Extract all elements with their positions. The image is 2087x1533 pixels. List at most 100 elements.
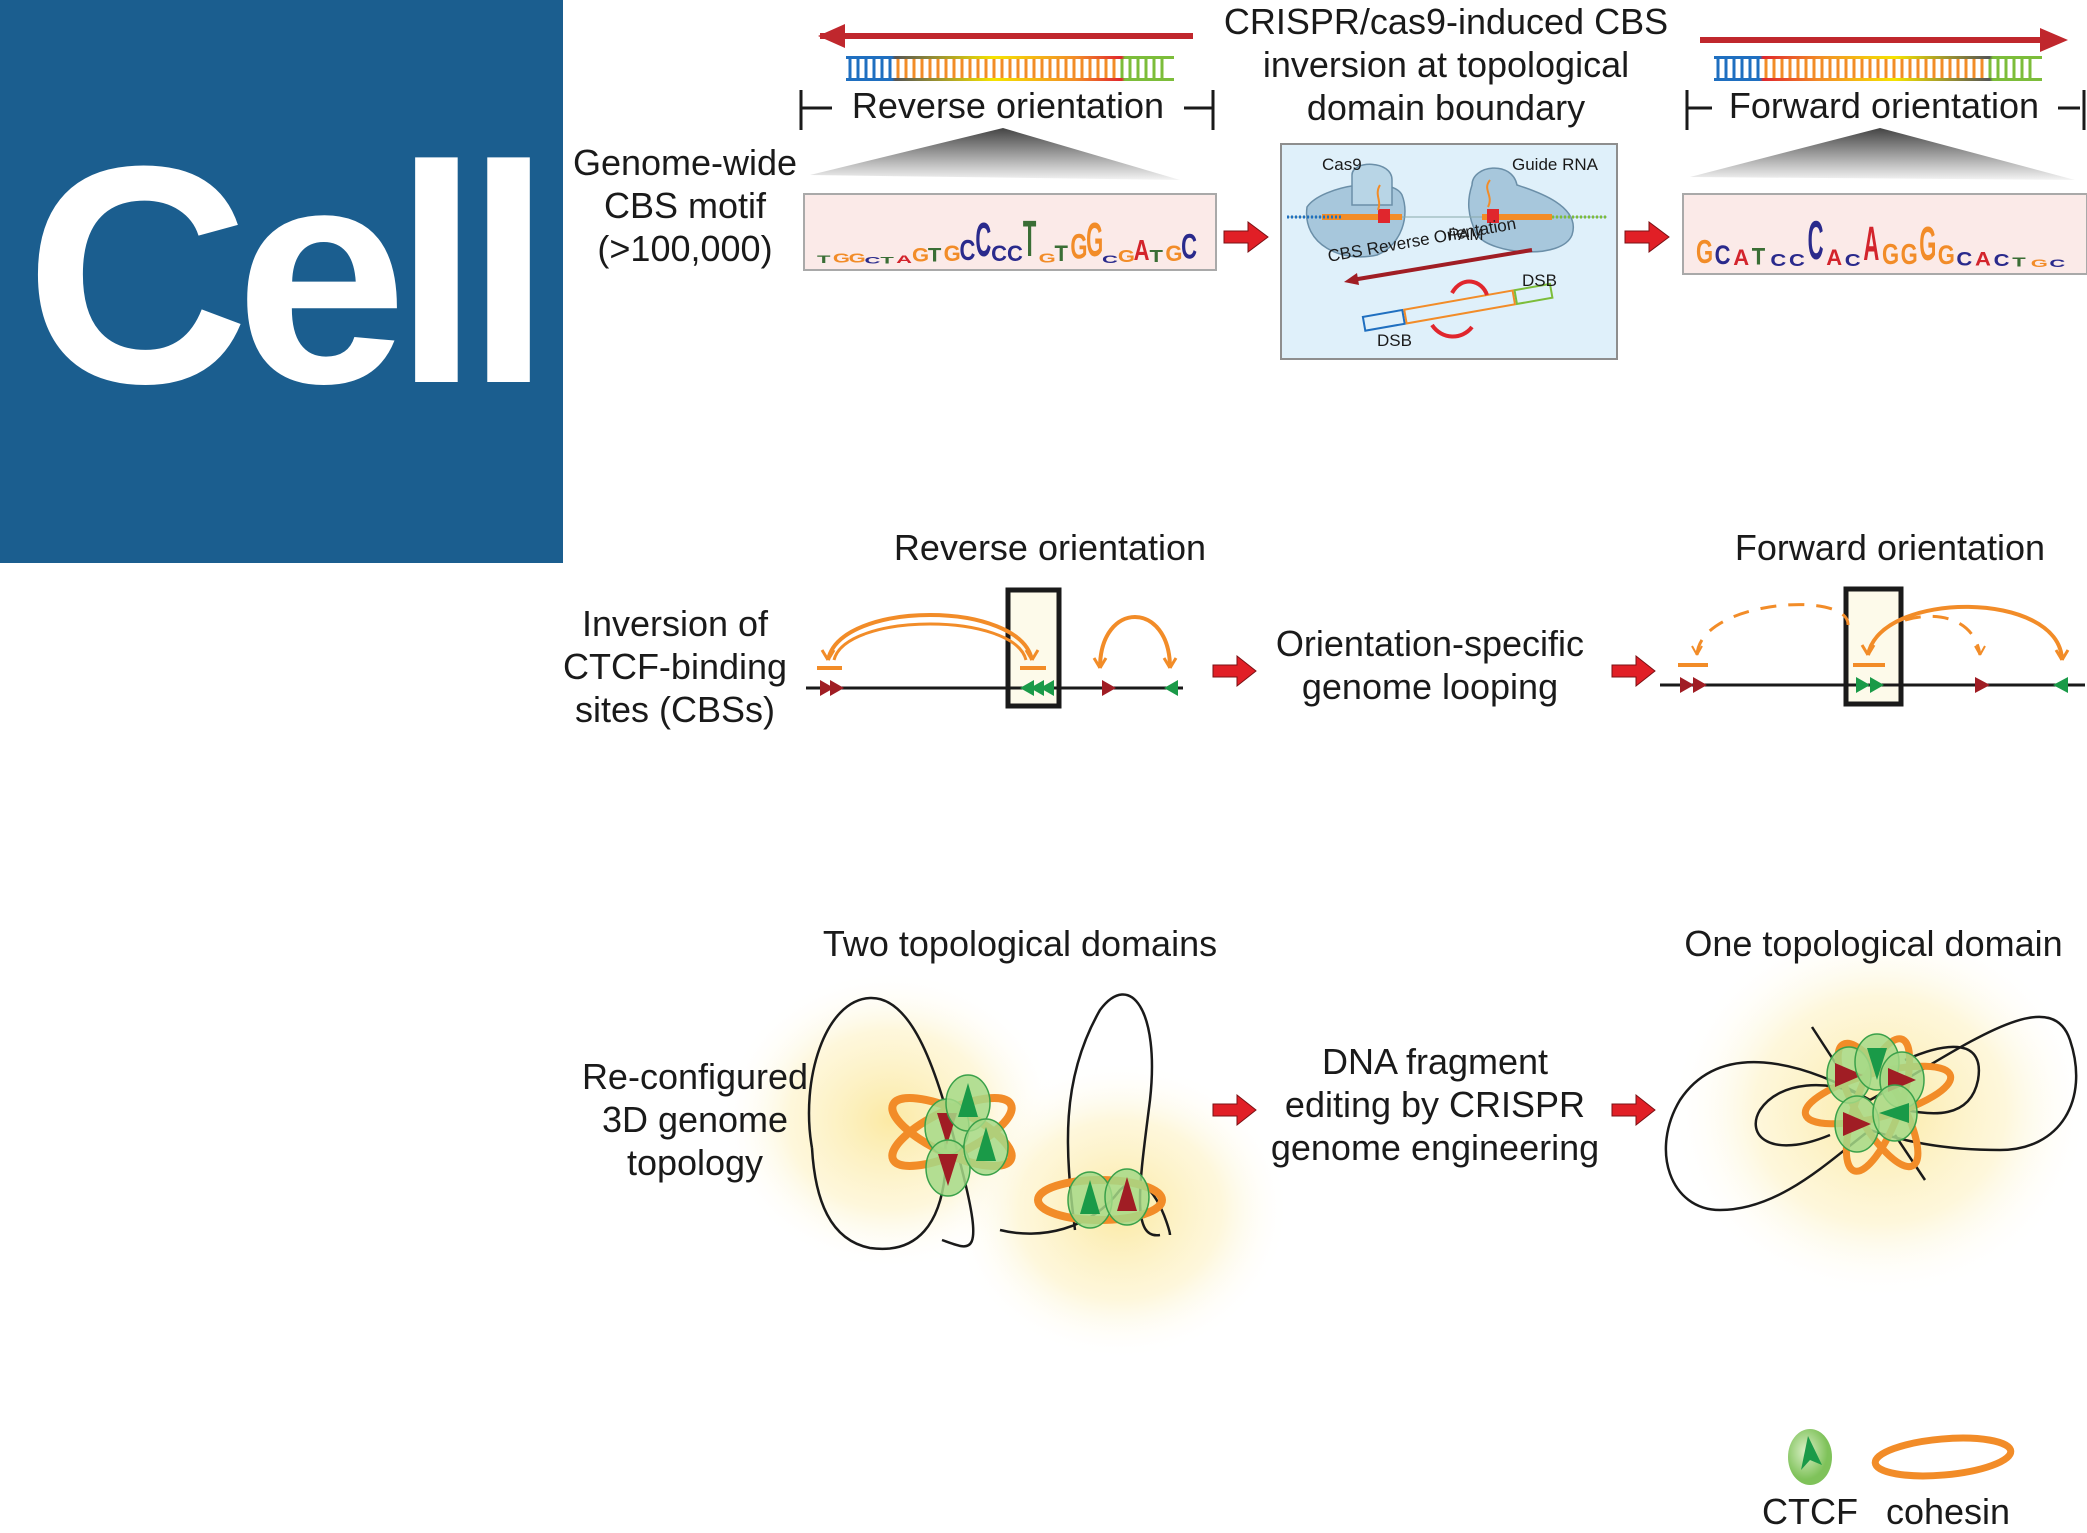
ctcf-particle [925, 1139, 971, 1197]
motif-letter: G [1937, 240, 1955, 271]
orientation-label-line-2: genome looping [1301, 666, 1559, 708]
genome-wide-label: Genome-wide CBS motif (>100,000) [560, 141, 810, 271]
center-title-line-1: CRISPR/cas9-induced CBS [1223, 1, 1669, 42]
motif-letter: A [1975, 247, 1991, 270]
motif-letter: T [2012, 254, 2026, 270]
zoom-fan-forward [1690, 128, 2075, 180]
dsb-bottom-label: DSB [1377, 331, 1412, 350]
reverse-bracket [799, 90, 1215, 130]
ctcf-particle [1872, 1084, 1918, 1142]
flow-arrow-bottom-2 [1611, 1093, 1656, 1127]
motif-letter: G [848, 250, 866, 266]
motif-letter: G [832, 250, 850, 266]
motif-letter: A [1133, 233, 1150, 267]
reconfigured-label-line-3: topology [626, 1142, 764, 1184]
flow-arrow-middle-2 [1611, 654, 1656, 688]
motif-letter: T [1022, 209, 1037, 268]
dna-ladder-reverse [846, 56, 1174, 81]
flow-arrow-middle-1 [1212, 654, 1257, 688]
motif-letter: T [1054, 241, 1068, 266]
reverse-direction-arrow [818, 24, 1193, 48]
dna-fragment-editing-label: DNA fragment editing by CRISPR genome en… [1250, 1040, 1620, 1170]
crispr-inset: Cas9 Guide RNA PAM CBS Reverse Orientati… [1280, 143, 1618, 360]
ctcf-cluster-one-domain [1826, 1033, 1925, 1153]
motif-letter: G [1165, 241, 1183, 266]
ctcf-particle [1834, 1095, 1880, 1153]
motif-letter: T [880, 255, 894, 266]
center-title: CRISPR/cas9-induced CBS inversion at top… [1196, 0, 1696, 130]
motif-letter: T [817, 253, 831, 266]
reconfigured-label: Re-configured 3D genome topology [560, 1055, 830, 1185]
center-title-line-2: inversion at topological [1262, 44, 1630, 86]
ctcf-particle [1104, 1168, 1150, 1226]
inversion-label: Inversion of CTCF-binding sites (CBSs) [550, 602, 800, 732]
one-domain-loops [1664, 1015, 2078, 1212]
inversion-label-line-3: sites (CBSs) [574, 689, 776, 731]
motif-letter: C [1770, 249, 1787, 270]
motif-letter: C [1789, 249, 1805, 270]
motif-letter: C [959, 233, 976, 267]
motif-letter: G [1900, 237, 1918, 271]
cas9-label: Cas9 [1322, 155, 1362, 174]
reverse-loop-diagram [806, 587, 1183, 709]
pam-label: PAM [1448, 225, 1484, 244]
orientation-label-line-1: Orientation-specific [1275, 623, 1585, 664]
ctcf-particle [963, 1118, 1009, 1176]
dsb-top-label: DSB [1522, 271, 1557, 290]
motif-letter: G [1038, 250, 1056, 266]
inversion-label-line-1: Inversion of [581, 603, 769, 644]
motif-letter: C [1956, 247, 1973, 270]
dna-ladder-forward [1714, 56, 2042, 81]
motif-letter: T [1149, 245, 1163, 266]
legend-ctcf-icon [1788, 1429, 1832, 1485]
motif-letter: G [1919, 216, 1937, 272]
motif-letter: C [975, 212, 992, 268]
legend-cohesin-label: cohesin [1885, 1491, 2011, 1532]
motif-letter: T [927, 243, 942, 266]
reconfigured-label-line-2: 3D genome [601, 1099, 789, 1141]
motif-letter: C [2049, 257, 2066, 270]
editing-label-line-1: DNA fragment [1321, 1041, 1549, 1082]
legend-ctcf-label: CTCF [1762, 1491, 1858, 1532]
editing-label-line-3: genome engineering [1270, 1127, 1600, 1169]
flow-arrow-top-2 [1624, 221, 1670, 253]
motif-letter: A [1733, 245, 1750, 270]
motif-letter: A [1863, 216, 1880, 272]
left-label-line-3: (>100,000) [597, 228, 773, 270]
motif-letter: C [1007, 241, 1023, 266]
two-domains-loops [807, 993, 1172, 1251]
forward-bracket [1685, 90, 2086, 130]
forward-orientation-label: Forward orientation [1728, 85, 2040, 126]
one-domain-title: One topological domain [1684, 923, 2063, 964]
flow-arrow-top-1 [1223, 221, 1269, 253]
motif-letter: A [1826, 245, 1843, 270]
motif-letter: A [896, 253, 913, 266]
motif-letter: G [1882, 237, 1900, 271]
orientation-specific-label: Orientation-specific genome looping [1250, 622, 1610, 708]
motif-letter: G [1696, 233, 1714, 271]
motif-letter: G [1086, 212, 1104, 268]
logo-text: Cell [25, 101, 552, 448]
motif-letter: C [1714, 240, 1731, 271]
left-label-line-1: Genome-wide [572, 142, 798, 183]
two-domains-title: Two topological domains [822, 923, 1218, 964]
crispr-inset-graphic [1287, 163, 1607, 339]
center-title-line-3: domain boundary [1306, 87, 1586, 129]
motif-letter: C [991, 241, 1008, 266]
motif-letter: C [1181, 226, 1198, 267]
forward-orientation-title: Forward orientation [1734, 527, 2046, 568]
guide-rna-label: Guide RNA [1512, 155, 1598, 174]
reverse-orientation-title: Reverse orientation [893, 527, 1207, 568]
left-label-line-2: CBS motif [603, 185, 767, 227]
motif-letter: G [943, 241, 961, 266]
forward-direction-arrow [1700, 28, 2068, 52]
ctcf-clusters-two-domains [924, 1074, 1150, 1229]
flow-arrow-bottom-1 [1212, 1093, 1257, 1127]
motif-letter: C [1102, 253, 1118, 266]
motif-letter: C [1844, 249, 1861, 270]
forward-loop-diagram [1660, 586, 2085, 707]
motif-letter: G [1070, 226, 1088, 267]
